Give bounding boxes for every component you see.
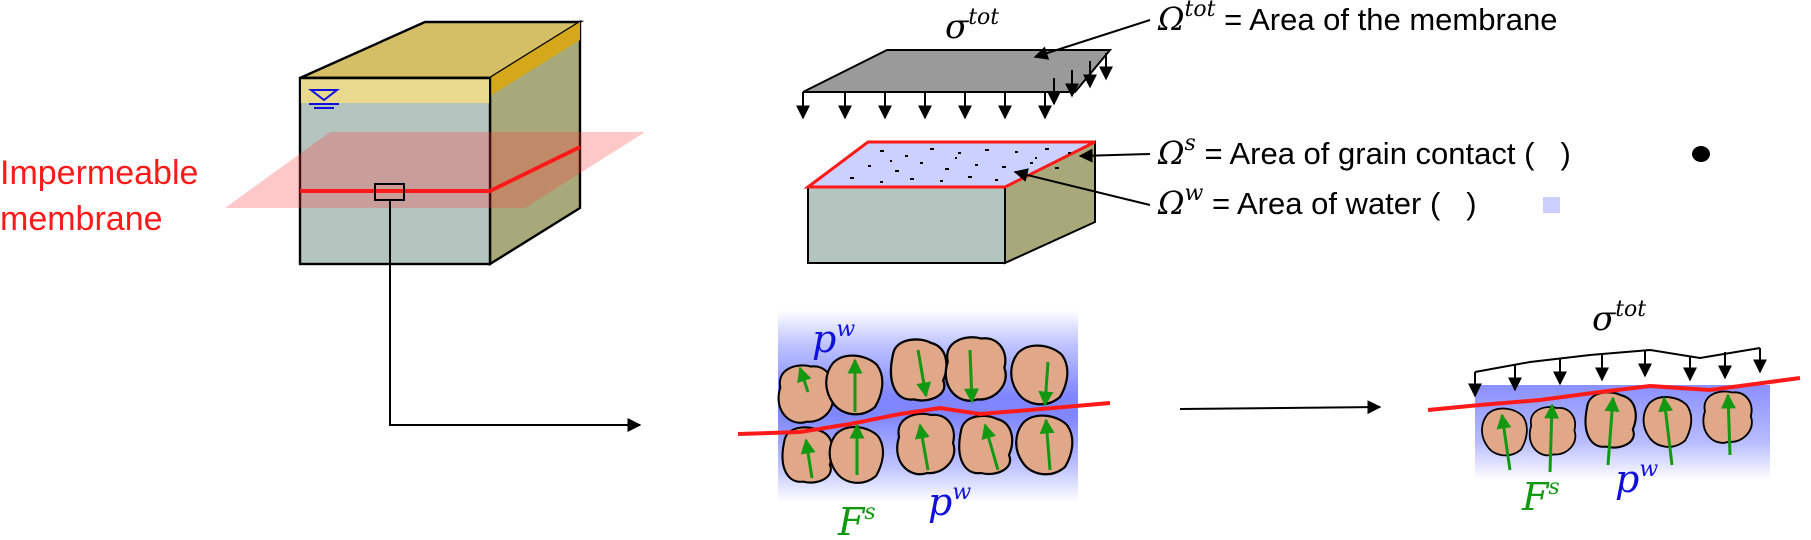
grain [1010,344,1069,406]
loaded-stress-symbol: σtot [1592,297,1646,339]
stress-plate [796,49,1113,120]
grain [1015,414,1074,476]
legend-water-area: Ωw = Area of water () [1157,181,1477,222]
grain [889,338,948,402]
water-pressure-label-upper: pw [812,317,855,361]
water-swatch-icon [1543,197,1560,213]
legend-grain-contact: Ωs = Area of grain contact () [1157,131,1571,172]
membrane-label-line2: membrane [0,200,163,238]
membrane-line [300,145,581,193]
plate-stress-symbol: σtot [945,5,999,47]
membrane-plane [225,132,645,208]
membrane-label-line1: Impermeable [0,154,198,192]
grain [958,414,1014,476]
membrane-line-loaded [1427,376,1801,412]
membrane-line-zoomed [737,401,1111,436]
solid-force-label-right: Fs [1521,475,1560,519]
zoom-connector-arrow [389,200,642,432]
grain [777,364,834,424]
legend-total-area: Ωtot = Area of the membrane [1157,0,1558,38]
pointer-grain-area [1078,148,1151,163]
block-side-water-layer [490,22,580,96]
water-table-icon [308,89,340,109]
solid-force-label: Fs [837,500,876,540]
grain-contact-icon [1692,146,1710,162]
loaded-membrane [1427,347,1801,480]
water-pressure-label-lower: pw [928,480,971,524]
transition-arrow [1179,400,1382,415]
area-slab [803,140,1096,265]
grain-contact-dots [850,148,1071,183]
pointer-water-area [1013,168,1151,206]
grain [944,336,1007,402]
grain-assembly [737,310,1111,502]
water-pressure-label-right: pw [1615,457,1658,501]
pointer-total-area [1033,19,1151,60]
